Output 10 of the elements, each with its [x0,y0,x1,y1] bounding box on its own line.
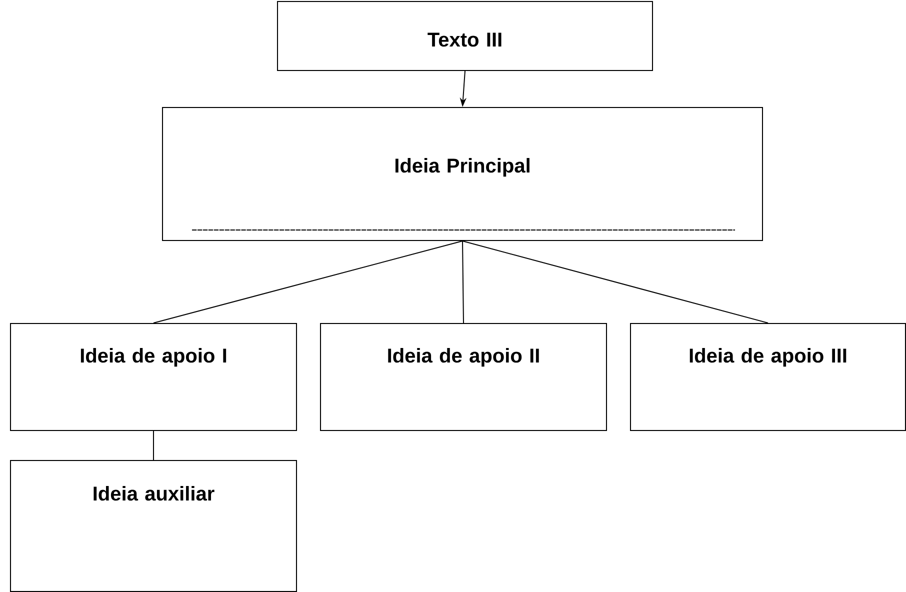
connector-line [153,430,154,460]
support-idea-box: Ideia de apoio III [630,323,906,431]
connector-line [462,240,768,324]
support-idea-box: Ideia de apoio II [320,323,607,431]
connector-line [153,240,463,324]
title-box: Texto III [277,1,653,71]
main-idea-box: Ideia Principal [162,107,763,241]
connector-line [462,240,464,324]
auxiliary-idea-box: Ideia auxiliar [10,460,297,592]
support-idea-box: Ideia de apoio I [10,323,297,431]
